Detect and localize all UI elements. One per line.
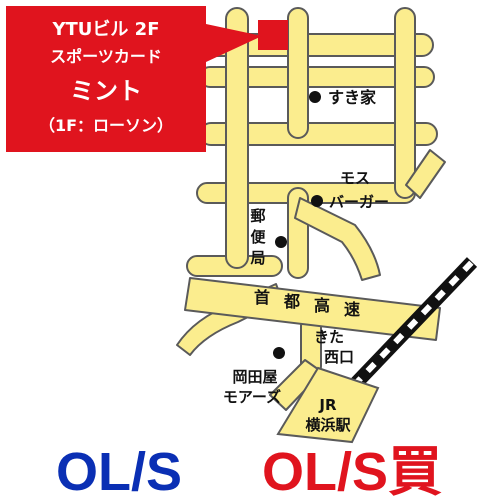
expressway-label-4: 速 xyxy=(344,300,360,319)
road-diagonal-east xyxy=(405,149,446,199)
mos-label-line1: モス xyxy=(340,169,370,187)
railway-line xyxy=(334,257,478,405)
callout-shop-name: ミント xyxy=(70,77,142,105)
post-office-dot xyxy=(275,236,287,248)
destination-marker xyxy=(258,20,288,50)
footer-right-label: OL/S買 xyxy=(262,442,443,502)
sukiya-label: すき家 xyxy=(328,88,377,107)
post-office-label-2: 便 xyxy=(250,228,266,246)
jr-label: JR xyxy=(318,396,337,414)
road-vertical-left xyxy=(225,7,249,269)
store-callout: YTUビル 2F スポーツカード ミント （1F：ローソン） xyxy=(6,6,262,152)
kita-nishiguchi-label-2: 西口 xyxy=(324,348,354,366)
callout-box xyxy=(6,6,262,152)
post-office-label-3: 局 xyxy=(249,249,265,267)
footer-left-label: OL/S xyxy=(56,442,183,502)
yokohama-station-label: 横浜駅 xyxy=(305,416,351,434)
expressway-label-3: 高 xyxy=(314,296,330,315)
post-office-label-1: 郵 xyxy=(250,207,265,225)
road-curve-east xyxy=(294,197,381,281)
callout-building-floor: YTUビル 2F xyxy=(51,19,159,40)
road-vertical-middle xyxy=(287,7,309,139)
callout-shop-type: スポーツカード xyxy=(50,47,162,66)
sukiya-dot xyxy=(309,91,321,103)
mos-burger-dot xyxy=(311,195,323,207)
mos-label-line2: バーガー xyxy=(329,193,389,211)
expressway-label-2: 都 xyxy=(283,292,300,311)
expressway-band xyxy=(184,277,441,341)
okadaya-label-2: モアーズ xyxy=(223,388,281,406)
road-vertical-right xyxy=(394,7,416,199)
road-network xyxy=(164,7,446,411)
okadaya-dot xyxy=(273,347,285,359)
jr-station-block xyxy=(276,366,380,444)
okadaya-label-1: 岡田屋 xyxy=(232,368,277,386)
expressway-label-1: 首 xyxy=(254,288,270,307)
kita-nishiguchi-label-1: きた xyxy=(314,328,344,346)
callout-first-floor: （1F：ローソン） xyxy=(39,116,173,135)
